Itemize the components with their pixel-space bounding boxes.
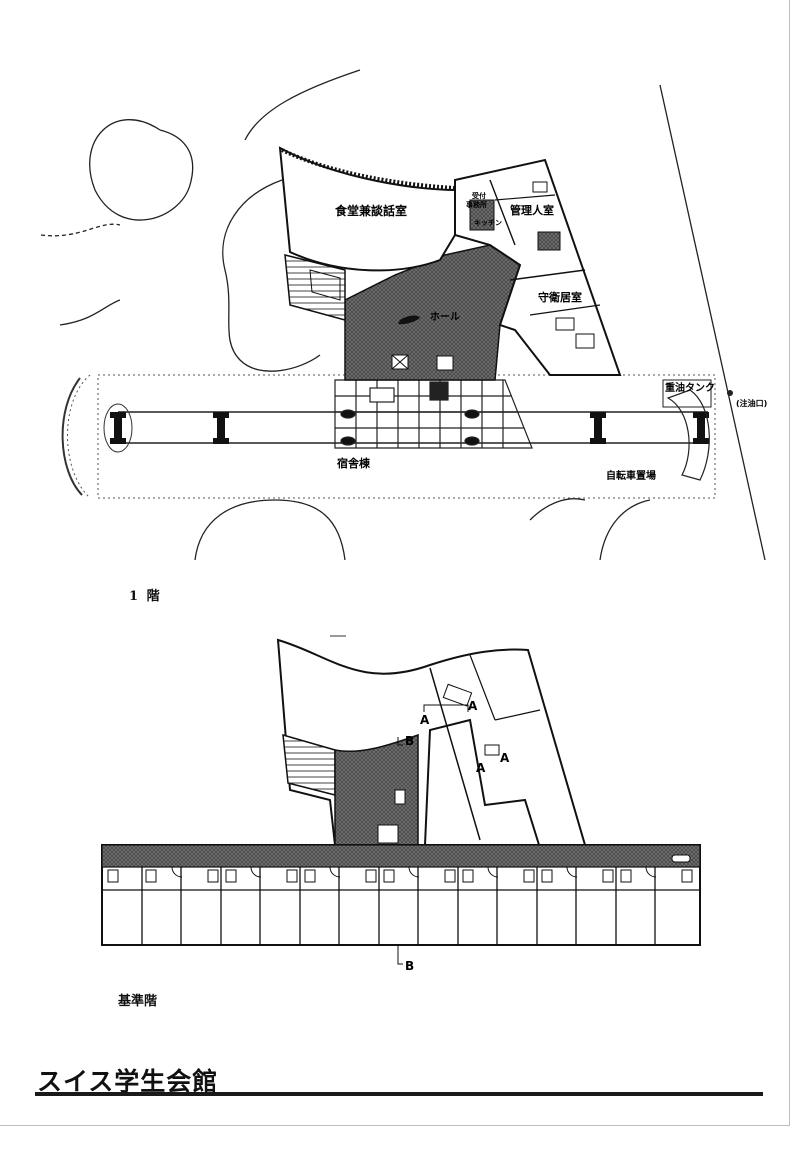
label-dormitory: 宿舎棟 <box>337 456 371 470</box>
dormitory-wing <box>103 403 709 453</box>
label-manager: 管理人室 <box>510 203 554 217</box>
oil-tank-box <box>662 379 712 408</box>
label-office: 事務所 <box>466 200 487 209</box>
label-bicycle: 自転車置場 <box>606 469 656 482</box>
label-reception: 受付 <box>472 191 486 200</box>
page-border <box>0 0 790 1126</box>
label-guard: 守衛居室 <box>538 290 582 304</box>
entrance-grid <box>334 379 533 449</box>
first-floor-plan: 食堂兼談話室 受付 事務所 キッチン 管理人室 守衛居室 ホール 重油タンク (… <box>40 69 767 561</box>
label-dining: 食堂兼談話室 <box>334 203 407 218</box>
title-underline <box>35 1092 763 1096</box>
label-oil-inlet: (注油口) <box>736 398 767 408</box>
label-hall: ホール <box>430 311 460 323</box>
caption-floor-1: 1 階 <box>129 589 162 604</box>
caption-standard-floor: 基準階 <box>118 994 158 1009</box>
label-kitchen: キッチン <box>474 219 502 227</box>
service-wing <box>454 158 622 376</box>
road-edge <box>659 84 766 561</box>
bicycle-shed <box>666 389 710 481</box>
label-oil-tank: 重油タンク <box>665 381 715 394</box>
landscape-contours <box>40 69 651 561</box>
page-title: スイス学生会館 <box>37 1067 219 1096</box>
